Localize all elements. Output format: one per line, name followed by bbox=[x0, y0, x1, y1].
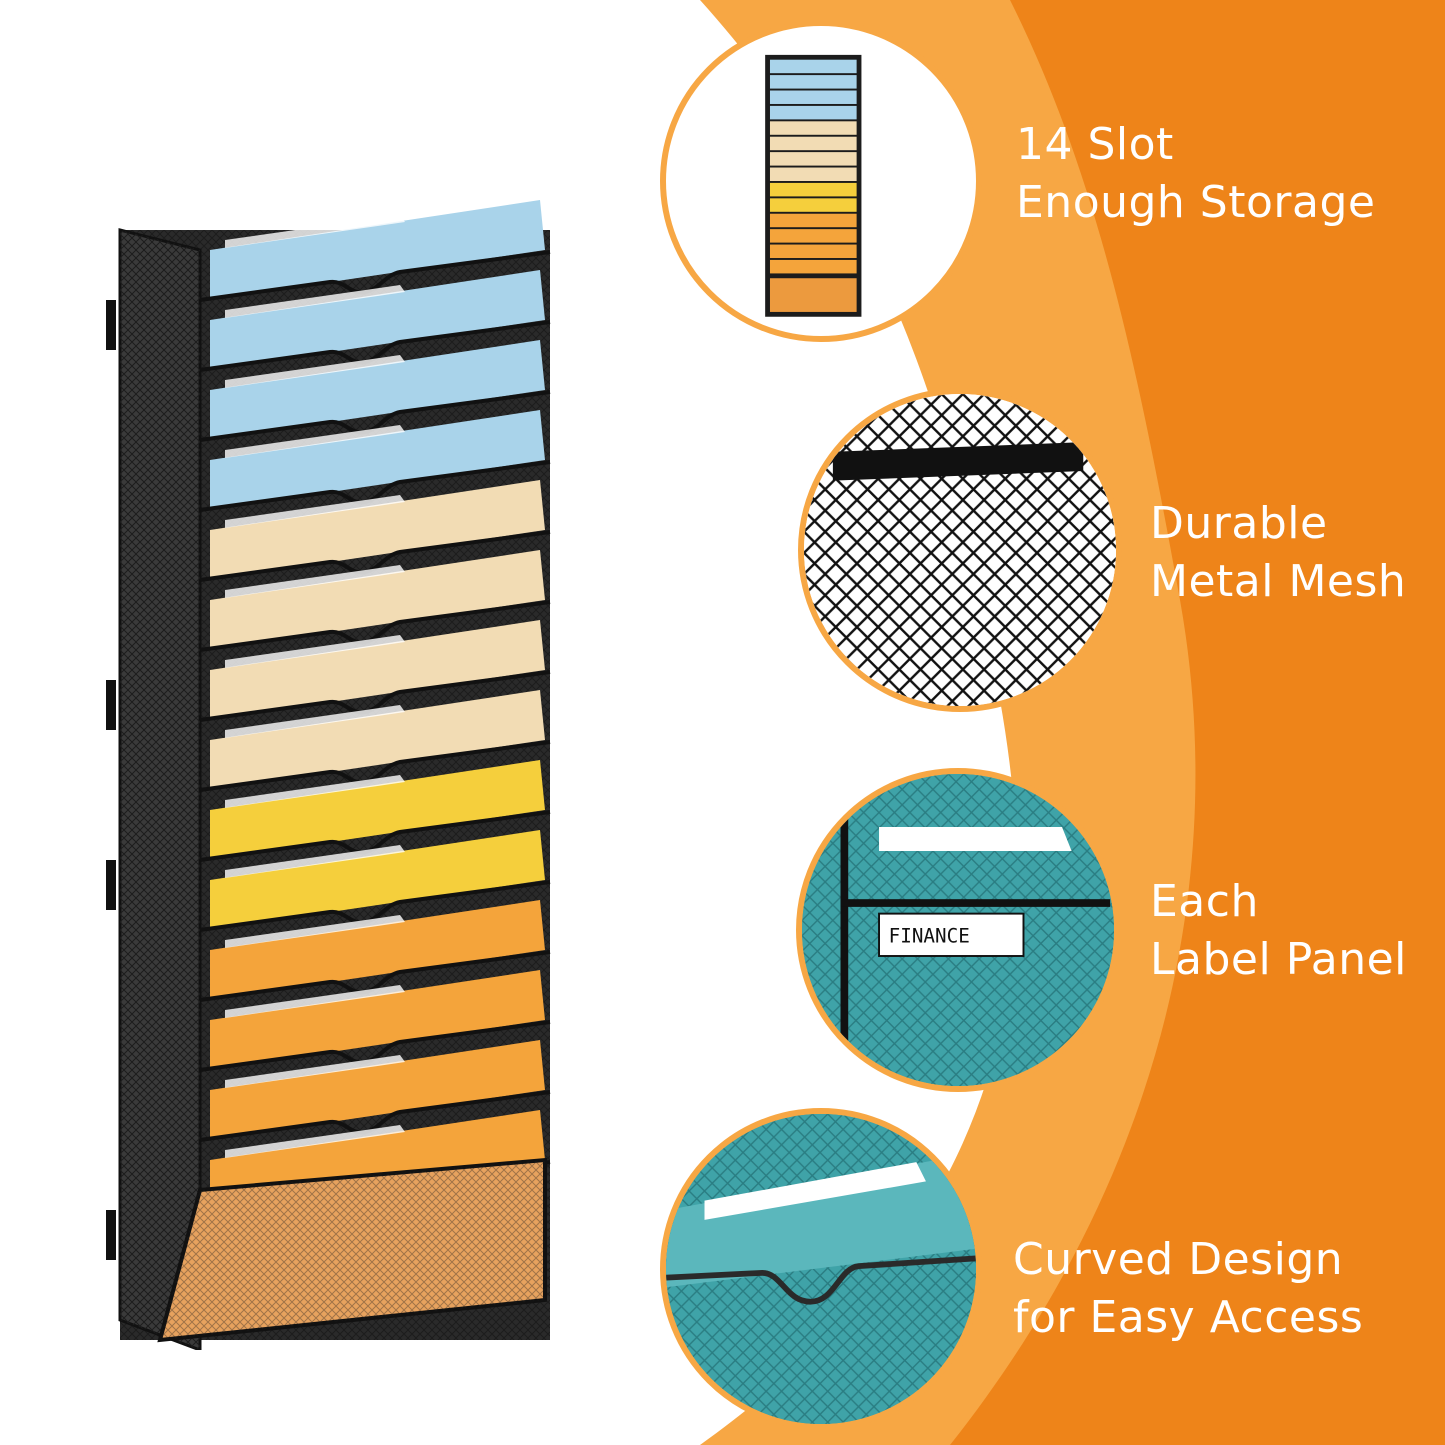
thumbnail-folder bbox=[769, 244, 857, 259]
thumbnail-folder bbox=[769, 75, 857, 89]
feature-storage-text: 14 Slot Enough Storage bbox=[1016, 116, 1375, 232]
thumbnail-folder bbox=[769, 152, 857, 166]
thumbnail-folder bbox=[769, 229, 857, 243]
thumbnail-folder bbox=[769, 59, 857, 74]
finance-tag-label: FINANCE bbox=[889, 925, 970, 948]
feature-mesh-line2: Metal Mesh bbox=[1150, 556, 1407, 607]
label-panel-icon: FINANCE bbox=[802, 774, 1114, 1086]
thumbnail-folder bbox=[769, 182, 857, 197]
feature-storage-line1: 14 Slot bbox=[1016, 119, 1174, 170]
feature-label-text: Each Label Panel bbox=[1150, 873, 1407, 989]
thumbnail-folder bbox=[769, 105, 857, 120]
feature-mesh-line1: Durable bbox=[1150, 498, 1328, 549]
metal-mesh-icon bbox=[804, 394, 1116, 706]
thumbnail-folder bbox=[769, 259, 857, 274]
curved-design-icon bbox=[666, 1114, 976, 1424]
thumbnail-folder bbox=[769, 90, 857, 104]
curved-design-badge bbox=[660, 1108, 982, 1430]
feature-mesh-text: Durable Metal Mesh bbox=[1150, 495, 1406, 611]
thumbnail-folder bbox=[769, 136, 857, 151]
label-panel-badge: FINANCE bbox=[796, 768, 1120, 1092]
feature-storage-line2: Enough Storage bbox=[1016, 177, 1376, 228]
feature-curved-line1: Curved Design bbox=[1013, 1234, 1344, 1285]
thumbnail-folder bbox=[769, 213, 857, 228]
feature-curved-line2: for Easy Access bbox=[1013, 1292, 1364, 1343]
metal-mesh-badge bbox=[798, 388, 1122, 712]
feature-label-line2: Label Panel bbox=[1150, 934, 1407, 985]
thumbnail-folder bbox=[769, 167, 857, 181]
feature-label-line1: Each bbox=[1150, 876, 1259, 927]
thumbnail-folder bbox=[769, 198, 857, 212]
wall-file-organizer-image bbox=[106, 200, 551, 1350]
thumbnail-folder bbox=[769, 121, 857, 135]
organizer-thumbnail-badge bbox=[660, 20, 982, 342]
feature-curved-text: Curved Design for Easy Access bbox=[1013, 1231, 1363, 1347]
organizer-thumbnail-icon bbox=[765, 54, 862, 317]
